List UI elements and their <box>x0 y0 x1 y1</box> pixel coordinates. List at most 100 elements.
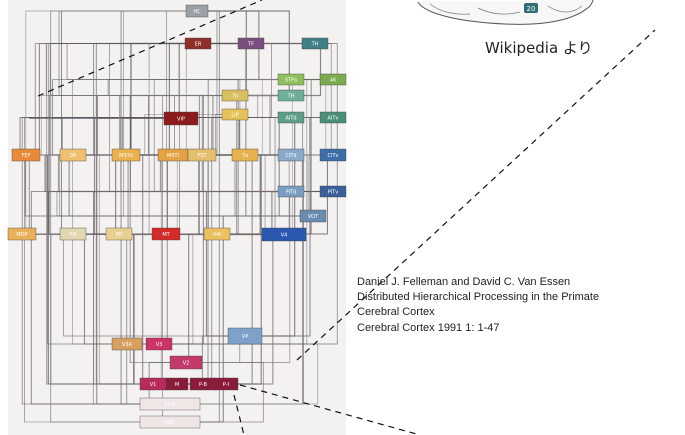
area-node-box <box>221 108 249 121</box>
area-node-box <box>277 148 305 162</box>
image-source-credit: Wikipedia より <box>485 39 593 57</box>
area-node-label: PIP <box>69 232 77 238</box>
zoom-guide-lower <box>239 384 421 435</box>
area-node-label: MSTl <box>167 153 179 159</box>
area-node-label: V4t <box>213 232 222 238</box>
area-node-label: 46 <box>330 78 336 84</box>
area-node-box <box>169 355 203 370</box>
brain-area-badge-label: 20 <box>527 5 536 13</box>
area-node-label: MT <box>162 232 170 238</box>
area-node: FEF <box>11 148 41 162</box>
area-node: VP <box>227 327 263 345</box>
area-node-label: HC <box>193 9 201 15</box>
zoom-guide-right <box>296 29 656 361</box>
zoom-guide-lines <box>37 0 656 435</box>
area-node-label: VOT <box>308 214 319 220</box>
area-node-box <box>187 148 217 162</box>
area-node: P-B <box>189 377 217 391</box>
area-node-label: P-B <box>199 382 208 388</box>
area-node: PITv <box>319 185 347 198</box>
area-node-box <box>105 227 133 241</box>
area-node-box <box>277 89 305 102</box>
connection-line <box>50 10 197 423</box>
area-node-label: MDP <box>16 232 27 238</box>
area-node-box <box>301 37 329 50</box>
area-node-label: TF <box>247 42 254 48</box>
area-node-label: CITv <box>328 153 339 159</box>
area-node-box <box>111 148 141 162</box>
area-node: STPa <box>277 73 305 86</box>
connection-line <box>278 116 333 217</box>
area-node-label: VP <box>242 334 248 340</box>
area-node-label: MSTd <box>119 153 133 159</box>
area-node-label: FST <box>197 153 207 159</box>
area-node: AITd <box>277 111 305 124</box>
area-node-label: V3A <box>122 342 133 348</box>
area-node: DP <box>59 148 87 162</box>
area-node-label: ER <box>195 42 202 48</box>
citation-journal: Cerebral Cortex 1991 1: 1-47 <box>357 321 500 334</box>
brain-area-badge <box>524 3 538 13</box>
area-node: PO <box>105 227 133 241</box>
area-node-label: AITv <box>328 116 339 122</box>
area-node-label: AITd <box>285 116 296 122</box>
area-node: TF <box>237 37 265 50</box>
area-node: CITd <box>277 148 305 162</box>
area-node-label: TH <box>287 94 295 100</box>
area-node: MSTl <box>157 148 189 162</box>
area-node: ER <box>184 37 212 50</box>
area-node: PIP <box>59 227 87 241</box>
area-node: 7a <box>231 148 259 162</box>
area-node: V3 <box>145 337 173 351</box>
area-node-box <box>184 37 212 50</box>
area-node-box <box>59 227 87 241</box>
area-node: CITv <box>319 148 347 162</box>
area-node: TH <box>277 89 305 102</box>
area-node-label: V1 <box>150 382 157 388</box>
area-node-label: FEF <box>22 153 31 159</box>
area-node-box <box>261 227 307 242</box>
area-node: V4 <box>261 227 307 242</box>
area-node-box <box>237 37 265 50</box>
area-node-box <box>139 415 201 429</box>
area-node: LGN <box>139 397 201 411</box>
area-node-box <box>319 148 347 162</box>
area-node-box <box>59 148 87 162</box>
area-node-label: STPa <box>285 78 297 84</box>
area-node-box <box>319 73 347 86</box>
area-node-label: M <box>175 382 179 388</box>
area-node-label: PITd <box>286 190 297 196</box>
area-node-box <box>277 111 305 124</box>
area-node: V1 <box>139 377 167 391</box>
citation-title-line1: Distributed Hierarchical Processing in t… <box>357 291 600 304</box>
area-node-label: 7b <box>232 94 238 100</box>
area-node-box <box>139 397 201 411</box>
area-node: HC <box>185 4 209 18</box>
area-node: TH <box>301 37 329 50</box>
zoom-guide-upper-left <box>37 0 263 97</box>
area-node-box <box>163 111 199 126</box>
area-node-box <box>11 148 41 162</box>
area-node-label: VIP <box>177 117 185 123</box>
area-node-box <box>227 327 263 345</box>
area-node: V3A <box>111 337 143 351</box>
brain-illustration: 20 <box>417 0 594 25</box>
area-node: RGC <box>139 415 201 429</box>
area-node-box <box>221 89 249 102</box>
area-node-box <box>145 337 173 351</box>
area-node-box <box>7 227 37 241</box>
area-node-box <box>185 4 209 18</box>
area-node-box <box>231 148 259 162</box>
area-node-label: DP <box>70 153 77 159</box>
area-node-box <box>203 227 231 241</box>
area-node-label: PITv <box>328 190 339 196</box>
area-node-label: LGN <box>165 402 176 408</box>
area-node-box <box>213 377 239 391</box>
area-node: V2 <box>169 355 203 370</box>
area-node: 7b <box>221 89 249 102</box>
area-node-label: RGC <box>165 420 176 426</box>
area-node-label: TH <box>311 42 319 48</box>
area-node-label: V4 <box>281 233 288 239</box>
area-node: VIP <box>163 111 199 126</box>
area-node-label: P-I <box>223 382 229 388</box>
